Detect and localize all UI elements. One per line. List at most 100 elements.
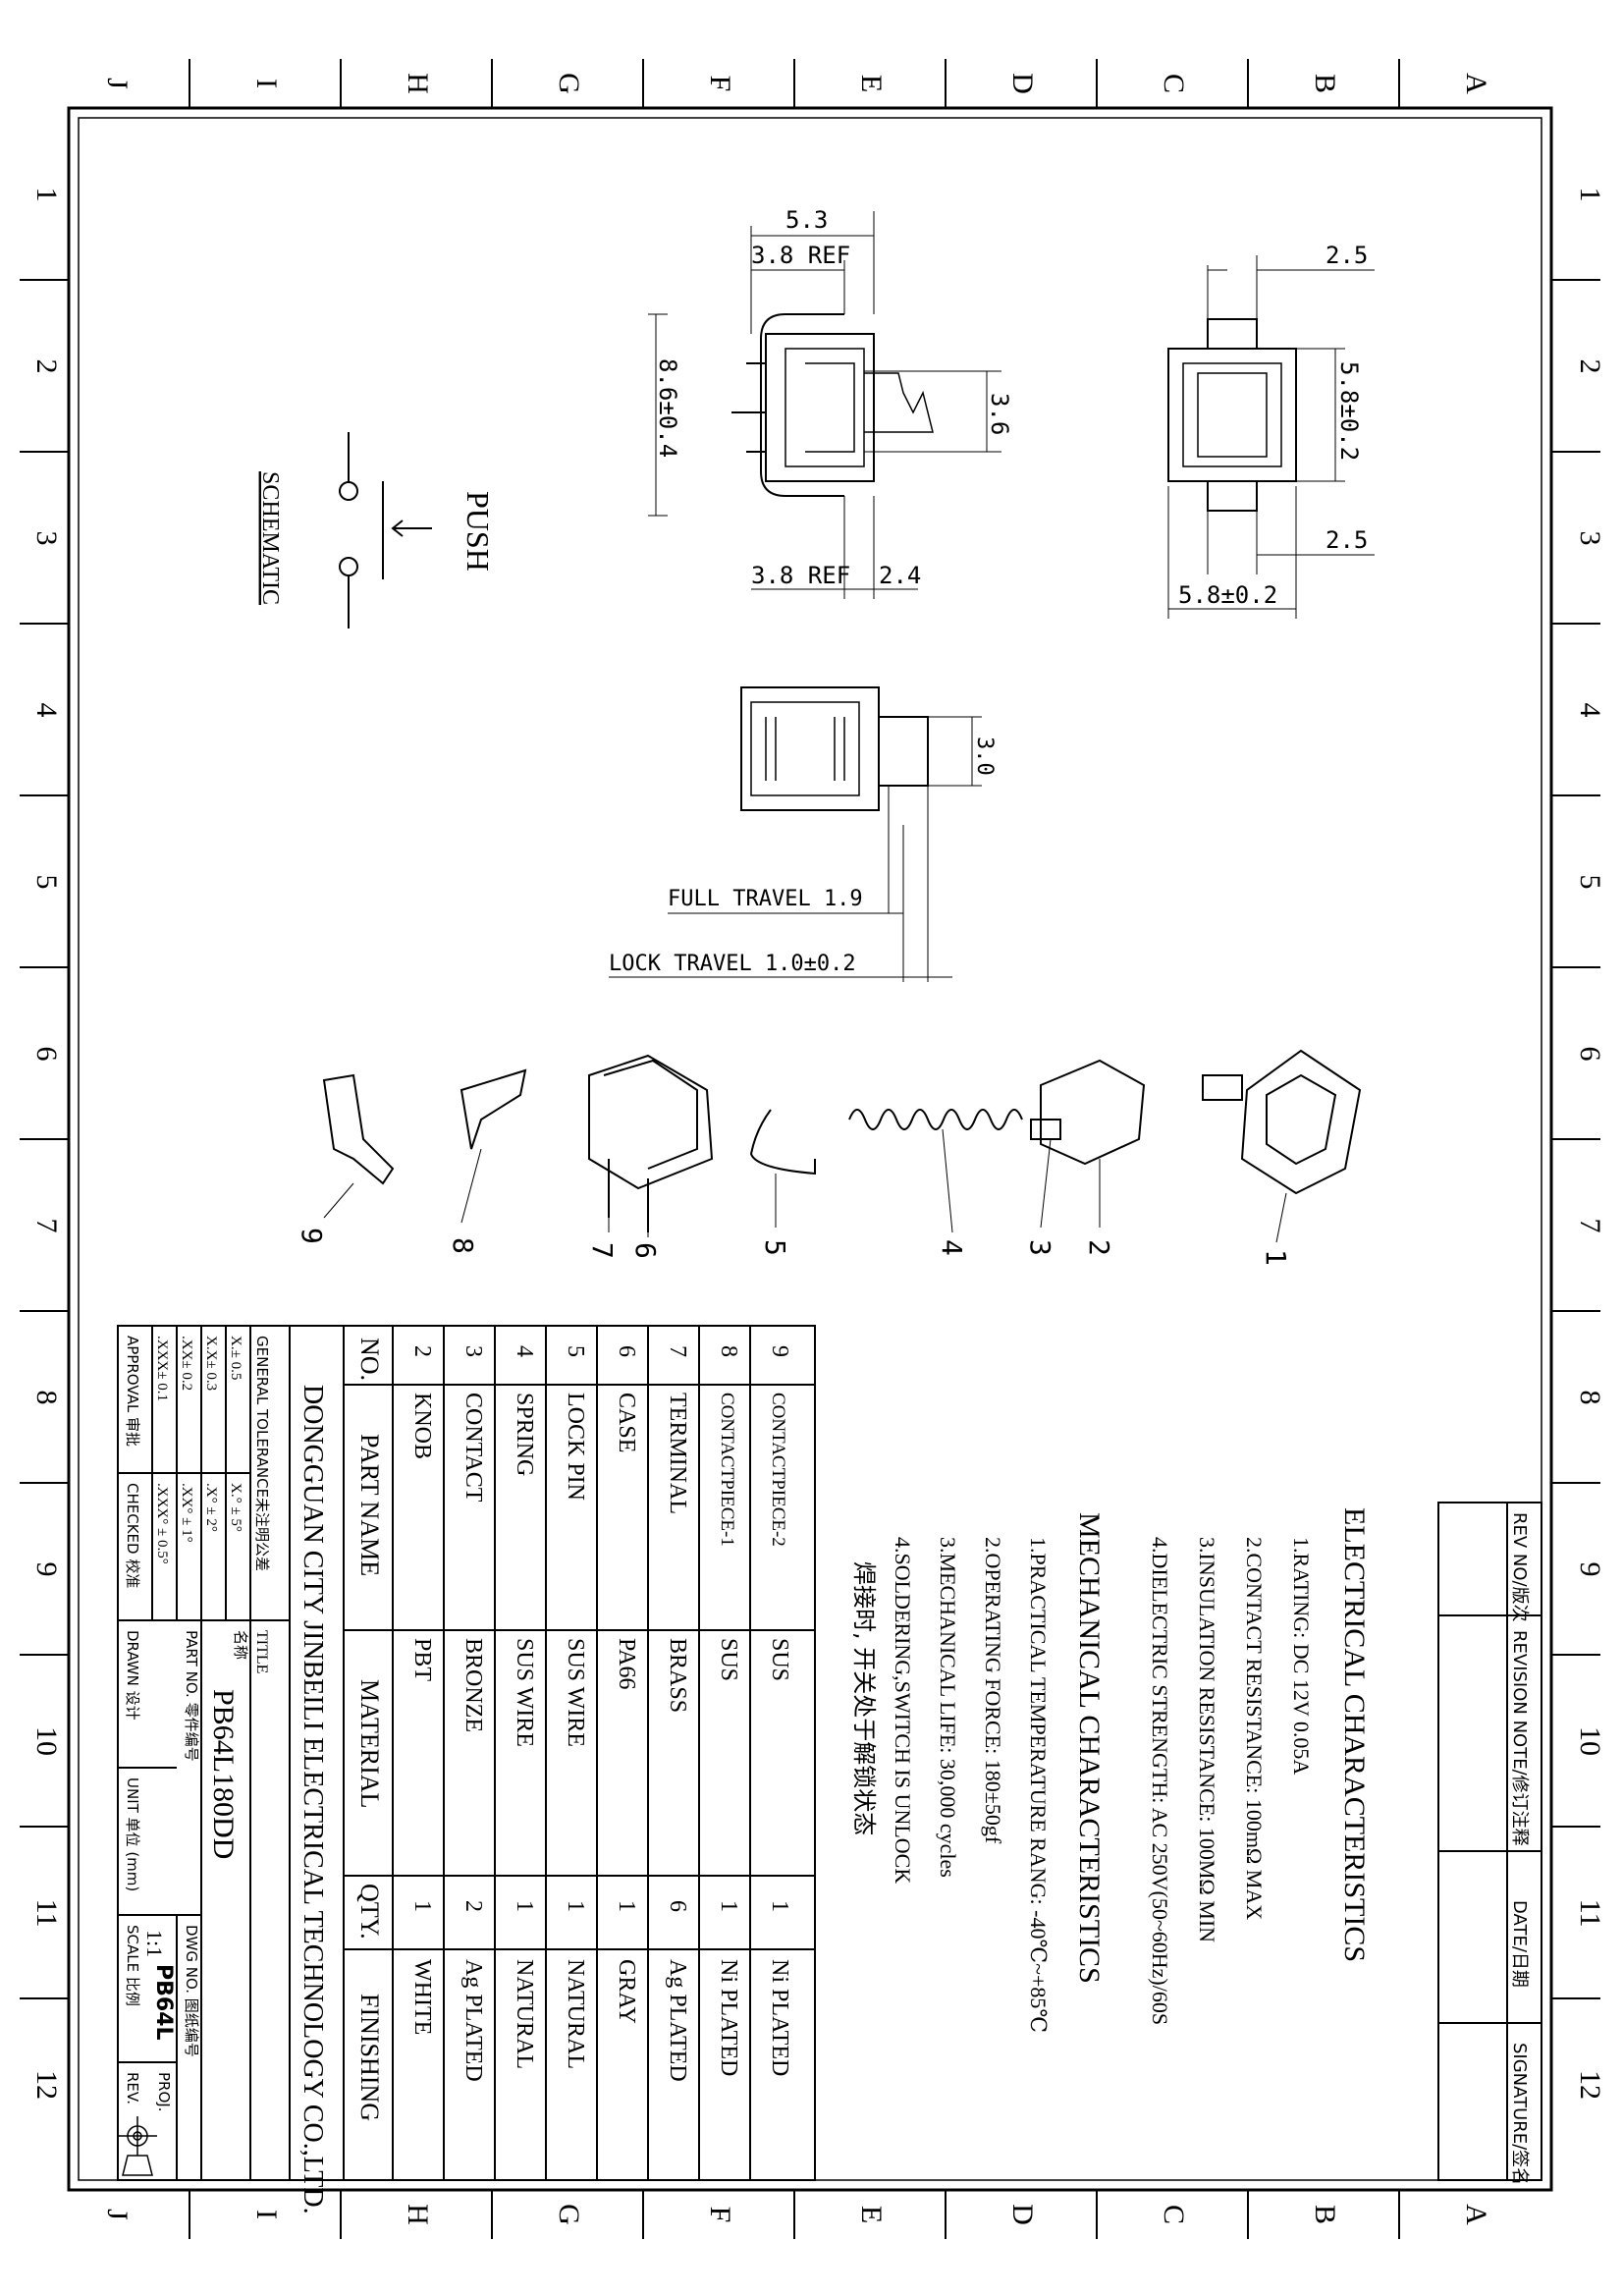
zone-number: 8 — [30, 1391, 63, 1405]
push-label: PUSH — [460, 491, 496, 572]
zone-letter: F — [704, 2207, 736, 2223]
zone-letter: C — [1158, 2205, 1190, 2224]
bom-cell: 4 — [512, 1345, 537, 1357]
bom-cell: NATURAL — [563, 1959, 588, 2069]
signature-header: SIGNATURE/签名 — [1509, 2043, 1530, 2185]
tol-ang: .XX° ± 1° — [179, 1483, 194, 1543]
zone-number: 6 — [30, 1047, 63, 1062]
bom-cell: PBT — [409, 1638, 435, 1681]
bom-cell: SUS — [767, 1638, 792, 1681]
bom-rows: 9 CONTACTPIECE-2 SUS 1 Ni PLATED 8 CONTA… — [409, 1345, 792, 2082]
company-name: DONGGUAN CITY JINBEILI ELECTRICAL TECHNO… — [298, 1385, 328, 2214]
bom-header-qty: QTY. — [355, 1884, 384, 1940]
zone-number: 3 — [1574, 531, 1606, 546]
dim-top: 2.5 — [1325, 242, 1368, 269]
zone-letter: J — [101, 78, 134, 89]
right-view — [1167, 255, 1375, 619]
checked-label: CHECKED 校准 — [124, 1483, 141, 1588]
bom-cell: 6 — [614, 1345, 639, 1357]
bom-header-material: MATERIAL — [355, 1679, 384, 1808]
callout-4: 4 — [936, 1239, 968, 1256]
bom-cell: Ni PLATED — [716, 1959, 741, 2076]
callout-8: 8 — [447, 1237, 479, 1254]
zone-letter: C — [1158, 74, 1190, 93]
bom-cell: 9 — [767, 1345, 792, 1357]
bom-cell: 5 — [563, 1345, 588, 1357]
schematic-label: SCHEMATIC — [257, 471, 283, 605]
mechanical-item: 3.MECHANICAL LIFE: 30,000 cycles — [936, 1537, 960, 1878]
name-label: 名称 — [232, 1630, 249, 1660]
dim-height: 8.6±0.4 — [654, 358, 681, 458]
bom-cell: SPRING — [512, 1393, 537, 1476]
callout-9: 9 — [296, 1228, 328, 1244]
mechanical-item: 2.OPERATING FORCE: 180±50gf — [981, 1537, 1005, 1844]
electrical-characteristics: ELECTRICAL CHARACTERISTICS 1.RATING: DC … — [1148, 1507, 1371, 2025]
dim-side: 5.8±0.2 — [1335, 361, 1363, 461]
tol-lin: X.X± 0.3 — [203, 1336, 219, 1391]
part-callouts: 9 8 7 6 5 4 3 2 1 — [296, 1228, 1292, 1266]
projection-icon — [118, 2116, 157, 2176]
exploded-parts — [322, 1049, 1362, 1243]
mechanical-item: 4.SOLDERING,SWITCH IS UNLOCK — [891, 1537, 915, 1884]
tol-ang: .XXX° ± 0.5° — [154, 1483, 170, 1564]
title-block-grid — [117, 1325, 345, 2181]
callout-1: 1 — [1260, 1249, 1292, 1266]
bom-cell: WHITE — [409, 1959, 435, 2035]
zone-letter: E — [855, 2206, 888, 2223]
tol-ang: .X° ± 2° — [203, 1483, 219, 1532]
zone-number: 6 — [1574, 1047, 1606, 1062]
callout-3: 3 — [1024, 1239, 1056, 1256]
right-view-dims: 2.5 2.5 5.8±0.2 5.8±0.2 — [1178, 242, 1368, 609]
bom-cell: Ag PLATED — [665, 1959, 690, 2082]
drawn-label: DRAWN 设计 — [124, 1630, 141, 1721]
zone-number: 5 — [1574, 875, 1606, 890]
zone-letter: H — [402, 2204, 434, 2225]
callout-7: 7 — [586, 1242, 619, 1259]
zone-number: 9 — [30, 1562, 63, 1577]
scale-value: 1:1 — [142, 1930, 167, 1957]
bom-cell: 7 — [665, 1345, 690, 1357]
full-travel: FULL TRAVEL 1.9 — [668, 887, 863, 911]
bom-cell: CASE — [614, 1393, 639, 1452]
bom-cell: CONTACTPIECE-1 — [717, 1393, 737, 1547]
callout-6: 6 — [629, 1242, 662, 1259]
bom-cell: LOCK PIN — [563, 1393, 588, 1501]
zone-letter: F — [704, 76, 736, 92]
bom-header-finishing: FINISHING — [355, 1994, 384, 2121]
proj-label: PROJ. — [155, 2072, 173, 2111]
dim-ref-top: 3.8 REF — [751, 242, 850, 269]
bom-cell: KNOB — [409, 1393, 435, 1459]
zone-letter: B — [1309, 2205, 1341, 2224]
bom-header-no: NO. — [355, 1338, 384, 1381]
electrical-item: 2.CONTACT RESISTANCE: 100mΩ MAX — [1242, 1537, 1267, 1920]
top-view-dims: 5.3 3.8 REF 3.8 REF 2.4 8.6±0.4 3.6 — [654, 206, 1013, 589]
bom-cell: NATURAL — [512, 1959, 537, 2069]
zone-number: 12 — [1574, 2070, 1606, 2100]
tolerance-label: GENERAL TOLERANCE未注明公差 — [253, 1336, 271, 1571]
zone-number: 11 — [1574, 1899, 1606, 1928]
electrical-title: ELECTRICAL CHARACTERISTICS — [1338, 1507, 1371, 1962]
zone-letter: D — [1006, 73, 1039, 94]
bom-cell: SUS WIRE — [512, 1638, 537, 1747]
side-view — [609, 686, 982, 982]
zone-numbers-left: 1 2 3 4 5 6 7 8 9 10 11 12 — [30, 188, 63, 2101]
zone-number: 1 — [30, 188, 63, 202]
bom-cell: GRAY — [614, 1959, 639, 2024]
zone-numbers-right: 1 2 3 4 5 6 7 8 9 10 11 12 — [1574, 188, 1606, 2101]
zone-number: 4 — [30, 703, 63, 718]
bom-cell: 1 — [767, 1900, 792, 1912]
zone-number: 8 — [1574, 1391, 1606, 1405]
bom-cell: CONTACTPIECE-2 — [768, 1393, 788, 1547]
part-no-label: PART NO. 零件编号 — [183, 1630, 200, 1762]
zone-letter: D — [1006, 2204, 1039, 2225]
dim-base: 5.8±0.2 — [1178, 581, 1277, 609]
title-block-text: DONGGUAN CITY JINBEILI ELECTRICAL TECHNO… — [124, 1336, 328, 2214]
bom-cell: 8 — [716, 1345, 741, 1357]
dwg-no-label: DWG NO. 图纸编号 — [183, 1925, 200, 2057]
side-view-dims: 3.0 FULL TRAVEL 1.9 LOCK TRAVEL 1.0±0.2 — [609, 737, 997, 976]
tol-lin: .XX± 0.2 — [179, 1336, 194, 1391]
electrical-item: 1.RATING: DC 12V 0.05A — [1289, 1537, 1314, 1775]
bom-cell: 3 — [460, 1345, 486, 1357]
bom-cell: 2 — [409, 1345, 435, 1357]
